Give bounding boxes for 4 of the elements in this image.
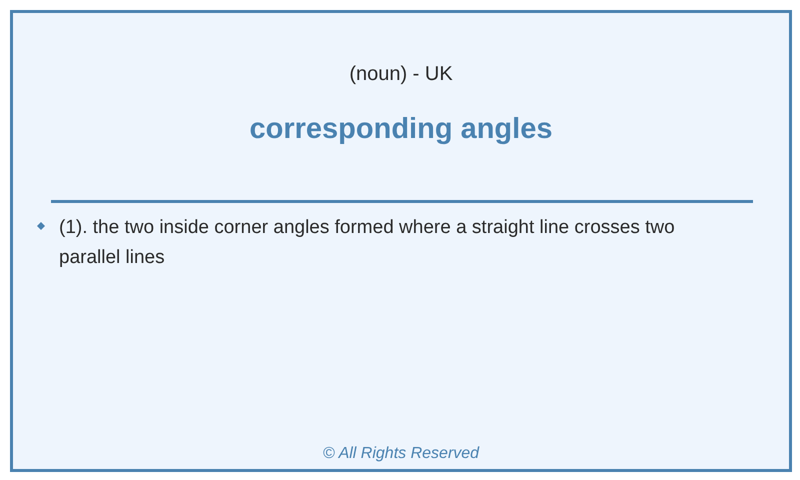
copyright-footer: © All Rights Reserved (322, 445, 480, 463)
headword-title: corresponding angles (250, 113, 552, 146)
part-of-speech-text: (noun) - UK (349, 63, 453, 86)
definition-text: (1). the two inside corner angles formed where a straight line crosses two parallel lines (59, 216, 676, 270)
